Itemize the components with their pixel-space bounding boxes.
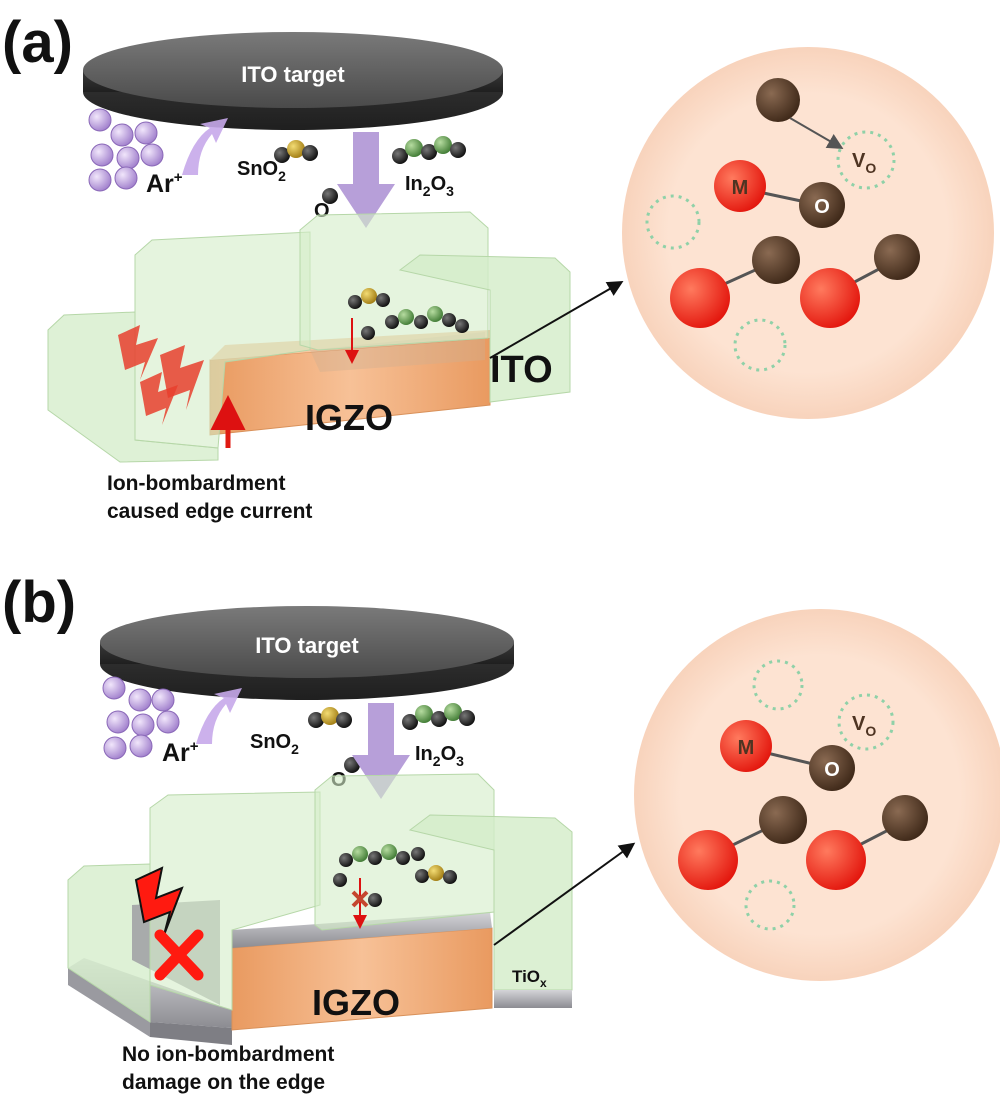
panel-a-vacancy-label: VO (852, 150, 876, 176)
panel-a-damage-bolt-2 (140, 372, 178, 425)
panel-a-damage-bolt-3 (160, 345, 204, 410)
panel-a-zoom-circle (622, 47, 994, 419)
panel-a-oxygen-atom (799, 182, 845, 228)
panel-b-metal-atom-3 (806, 830, 866, 890)
panel-a-tag: (a) (2, 10, 73, 75)
panel-a-device: IGZO ITO (47, 211, 624, 463)
panel-b-oxygen-atom (809, 745, 855, 791)
panel-a-ito-label: ITO (490, 349, 553, 391)
panel-b-zoom-circle (634, 609, 1000, 981)
panel-b-in2o3-label: In2O3 (415, 743, 464, 769)
panel-b-tiox-label: TiOx (512, 967, 547, 990)
panel-a-bombard-arrow (182, 118, 228, 175)
panel-b-metal-label: M (738, 737, 755, 759)
panel-b-vacancy-1 (752, 659, 804, 711)
panel-a-zoom: VO M O (622, 47, 994, 419)
panel-a-metal-atom (714, 160, 766, 212)
panel-a-in2o3-label: In2O3 (405, 173, 454, 199)
panel-b-device: IGZO TiOx (67, 773, 636, 1045)
panel-b-vacancy-label: VO (852, 713, 876, 739)
panel-b-target-label: ITO target (255, 633, 359, 658)
panel-a-displaced-oxygen (756, 78, 800, 122)
panel-b-igzo-label: IGZO (312, 982, 400, 1023)
panel-a-argon-label: Ar+ (146, 169, 183, 198)
panel-a-target: ITO target (83, 32, 503, 130)
panel-a-vacancy-3 (733, 318, 787, 372)
panel-b-vacancy-3 (744, 879, 796, 931)
panel-a-igzo-label: IGZO (305, 397, 393, 438)
panel-b-argon-ions: Ar+ (102, 676, 242, 767)
panel-a-oxygen-label: O (814, 196, 830, 218)
panel-a-caption-line2: caused edge current (107, 500, 312, 523)
panel-b-zoom: VO M O (634, 609, 1000, 981)
panel-a-zoom-pointer (489, 281, 624, 359)
panel-a-metal-atom-3 (800, 268, 860, 328)
panel-a-argon-ions: Ar+ (88, 108, 228, 198)
panel-b-caption-line2: damage on the edge (122, 1071, 325, 1094)
panel-a-sno2-label: SnO2 (237, 158, 286, 184)
panel-b-zoom-pointer (493, 842, 636, 946)
panel-a-sputtered-species: SnO2 O In2O3 (237, 132, 466, 228)
panel-b-damage-bolt (134, 866, 184, 936)
panel-b-metal-atom (720, 720, 772, 772)
panel-b-blocked-mark (154, 929, 204, 981)
panel-a-vacancy-1 (836, 130, 896, 190)
panel-b-caption-line1: No ion-bombardment (122, 1043, 334, 1066)
panel-a-deposition-arrow (337, 132, 395, 228)
panel-b-target: ITO target (100, 606, 514, 700)
panel-b-sno2-label: SnO2 (250, 731, 299, 757)
panel-b-metal-atom-2 (678, 830, 738, 890)
panel-a-vacancy-2 (645, 194, 701, 250)
panel-a-metal-label: M (732, 177, 749, 199)
panel-b-oxygen-label: O (824, 759, 840, 781)
panel-b: (b) ITO target Ar+ SnO2 O (2, 570, 1000, 1094)
panel-a-damage-bolt-1 (118, 325, 158, 380)
panel-a-caption-line1: Ion-bombardment (107, 472, 286, 495)
panel-a-metal-atom-2 (670, 268, 730, 328)
panel-a-target-label: ITO target (241, 62, 345, 87)
panel-b-bombard-arrow (196, 688, 242, 744)
panel-b-argon-label: Ar+ (162, 738, 199, 767)
panel-b-vacancy-2 (837, 693, 895, 751)
panel-b-tag: (b) (2, 570, 76, 635)
panel-a: (a) ITO target Ar+ SnO2 O (2, 10, 994, 523)
